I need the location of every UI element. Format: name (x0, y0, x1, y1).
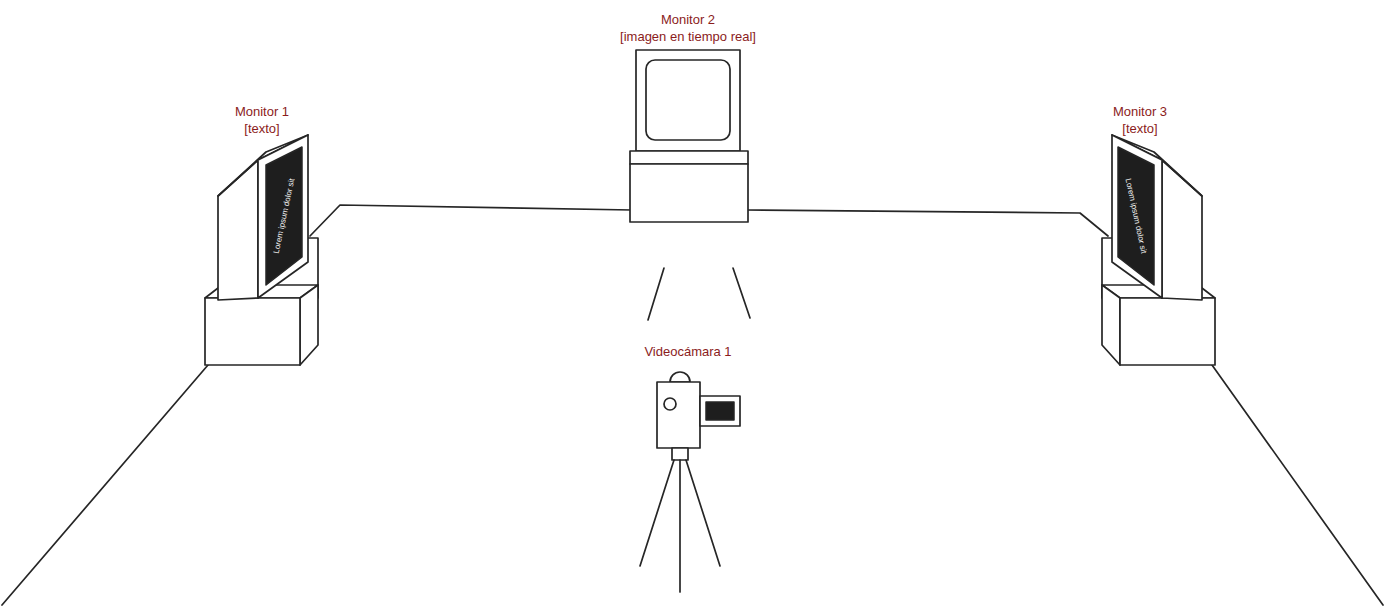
monitor-side (218, 160, 258, 300)
tripod-head (672, 448, 688, 460)
monitor-title: Monitor 3 (1113, 104, 1167, 120)
monitor-2 (630, 50, 748, 222)
monitor-note: [texto] (244, 121, 279, 137)
camera-title: Videocámara 1 (644, 344, 731, 360)
tripod-leg (640, 460, 674, 566)
stand-side (1102, 285, 1120, 365)
stand-top (630, 151, 748, 164)
viewfinder-screen (706, 402, 734, 420)
monitor-side (1162, 160, 1202, 300)
monitor-1 (205, 135, 318, 365)
monitor-screen (646, 60, 730, 140)
floor-edge (2, 365, 208, 605)
monitor-note: [texto] (1122, 121, 1157, 137)
stand-front (1120, 298, 1215, 365)
camera-dome (670, 372, 690, 382)
camera-viewfinder (700, 396, 740, 426)
video-camera (640, 372, 740, 592)
tripod-leg (679, 460, 681, 592)
monitor-front (258, 135, 308, 298)
monitor-note: [imagen en tiempo real] (620, 29, 756, 45)
monitor-3 (1102, 135, 1215, 365)
monitor-screen (1118, 147, 1154, 285)
monitor-case (636, 50, 740, 151)
camera-lens (664, 398, 676, 410)
screen-text: Lorem ipsum dolor sit (272, 178, 297, 255)
stand-side (300, 285, 318, 365)
wall-edge (746, 210, 1108, 236)
floor-edge (1212, 365, 1383, 605)
monitor-front (1112, 135, 1162, 298)
screen-text: Lorem ipsum dolor sit (1124, 178, 1149, 255)
stand-front (205, 298, 300, 365)
stand-front (630, 164, 748, 222)
wall-edge (310, 205, 632, 236)
monitor-screen (266, 147, 302, 285)
monitor-title: Monitor 1 (235, 104, 289, 120)
view-line (648, 268, 664, 320)
view-line (733, 268, 750, 318)
view-lines (648, 268, 750, 320)
camera-body (657, 382, 700, 448)
tripod-leg (686, 460, 720, 566)
monitor-title: Monitor 2 (661, 12, 715, 28)
